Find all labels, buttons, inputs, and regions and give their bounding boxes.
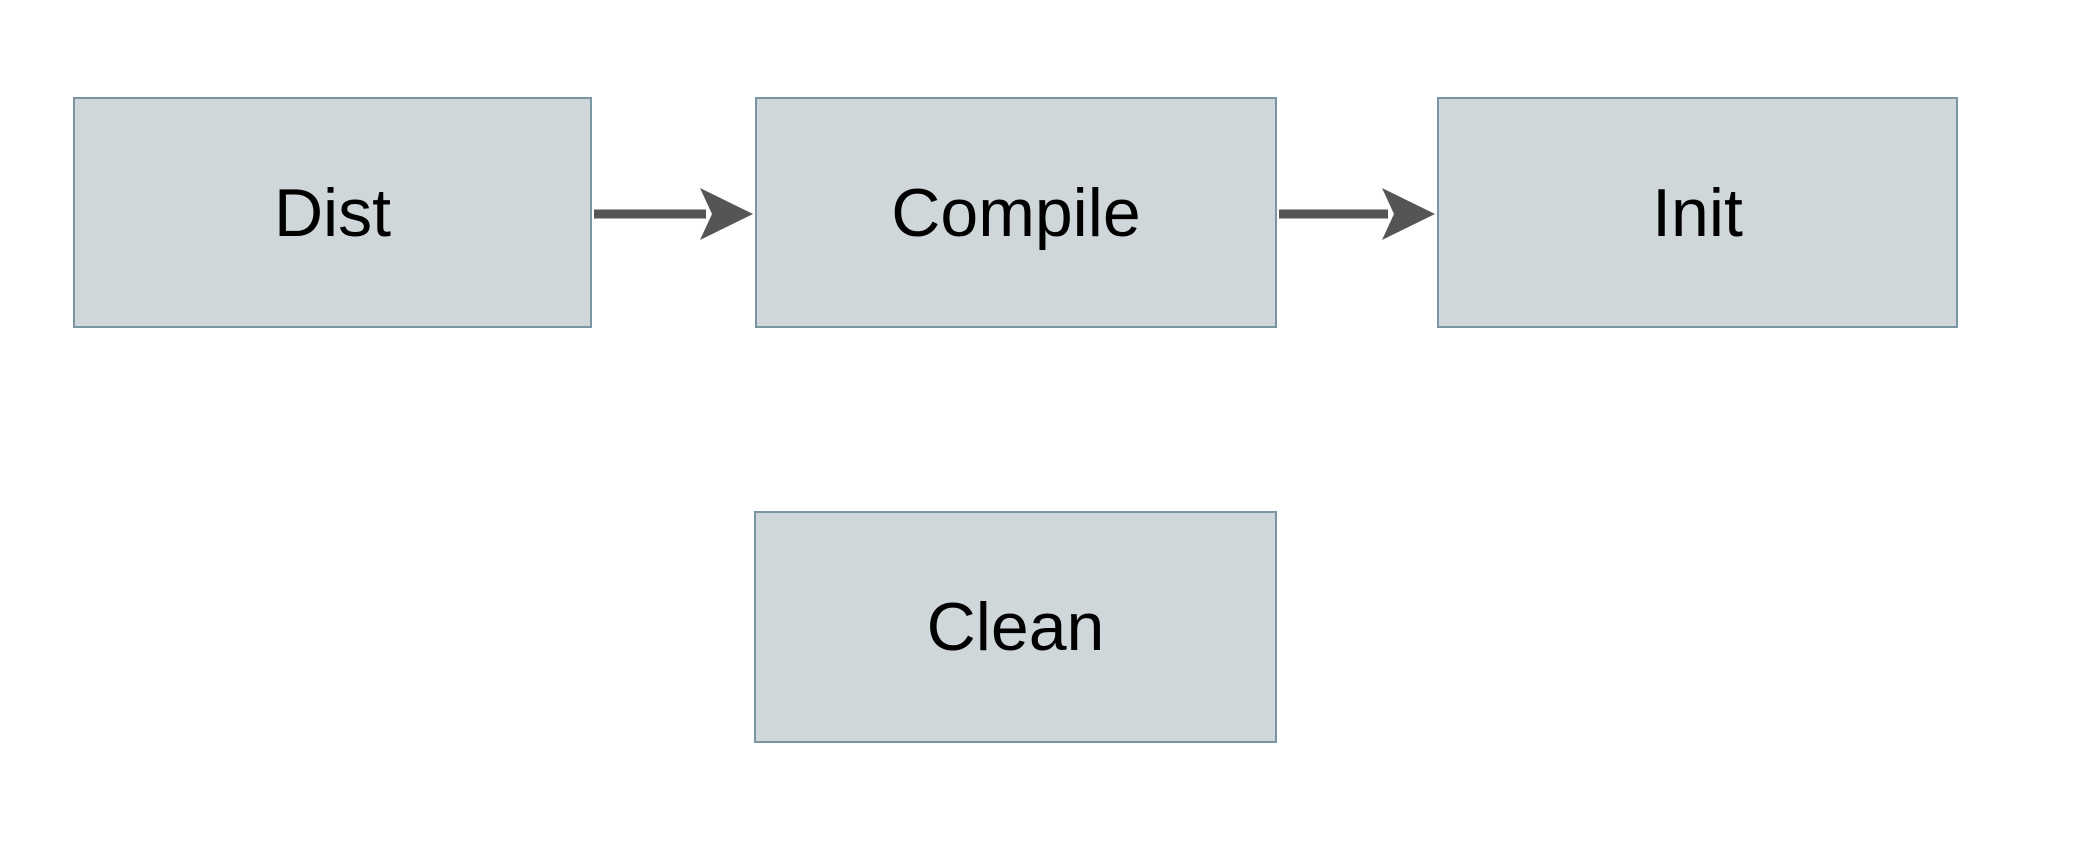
node-dist[interactable]: Dist bbox=[73, 97, 592, 328]
node-clean[interactable]: Clean bbox=[754, 511, 1277, 743]
node-label: Dist bbox=[273, 174, 392, 251]
node-init[interactable]: Init bbox=[1437, 97, 1958, 328]
arrowhead-icon bbox=[1382, 188, 1435, 240]
node-label: Compile bbox=[891, 174, 1141, 251]
node-label: Clean bbox=[926, 589, 1105, 665]
edge-compile-to-init[interactable] bbox=[1279, 188, 1435, 240]
node-label: Init bbox=[1652, 174, 1743, 251]
edge-dist-to-compile[interactable] bbox=[594, 188, 753, 240]
node-compile[interactable]: Compile bbox=[755, 97, 1277, 328]
arrowhead-icon bbox=[700, 188, 753, 240]
